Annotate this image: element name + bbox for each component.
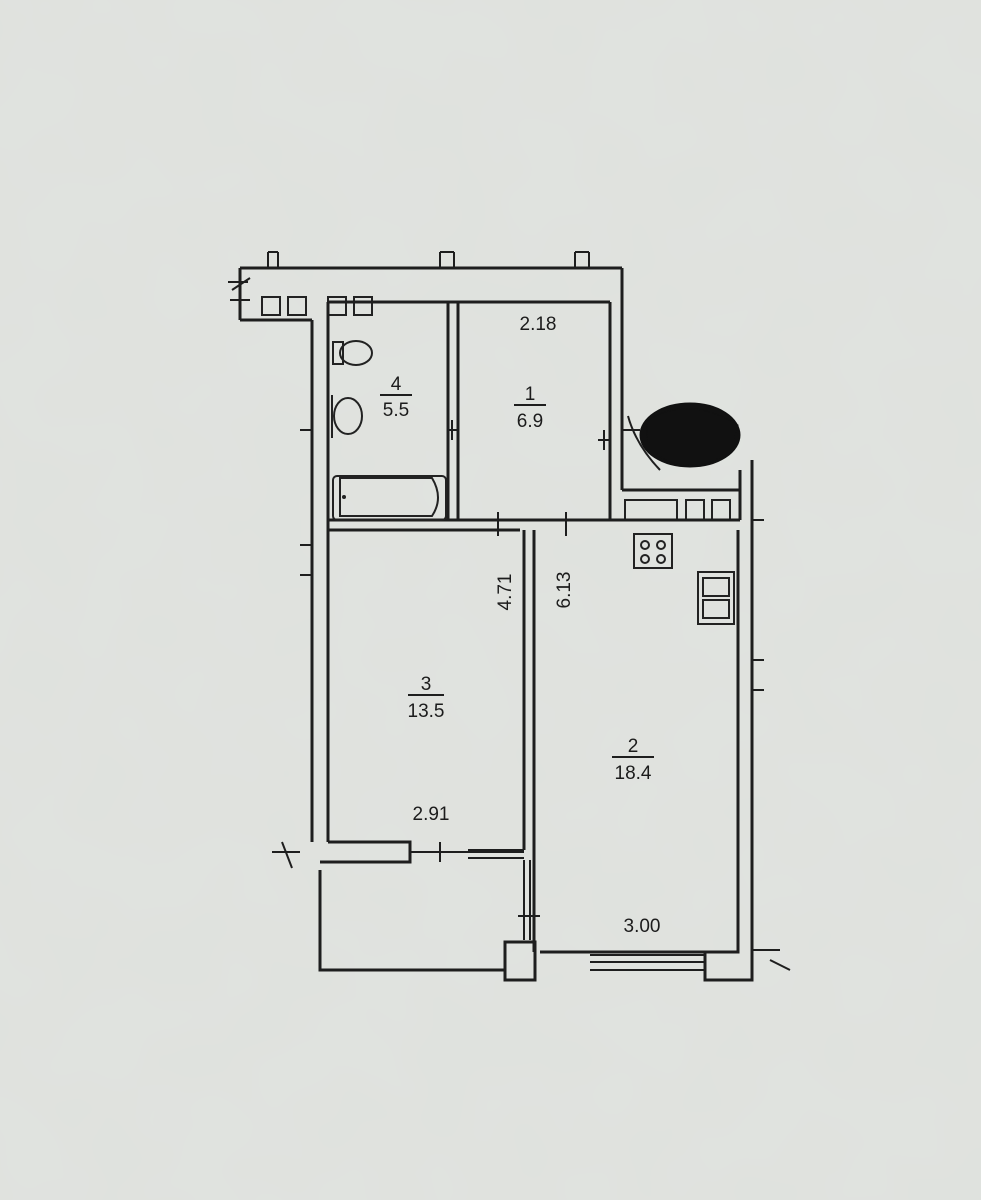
room-4-area: 5.5 [383, 400, 409, 421]
room-1-area: 6.9 [517, 411, 543, 432]
room-3-number: 3 [421, 674, 432, 695]
boiler-icon [622, 415, 661, 471]
room-2-number: 2 [628, 736, 639, 757]
room-2-area: 18.4 [615, 763, 652, 784]
room-1-width-dimension: 2.18 [520, 314, 557, 335]
room-3-width-dimension: 2.91 [413, 804, 450, 825]
room-3-length-dimension: 4.71 [495, 574, 516, 611]
stove-icon [633, 533, 673, 569]
redaction-scribble [639, 402, 741, 468]
outer-walls [228, 251, 791, 982]
room-2-width-dimension: 3.00 [624, 916, 661, 937]
bathtub-icon [332, 475, 447, 521]
sink-icon [331, 395, 363, 438]
room-3-area: 13.5 [408, 701, 445, 722]
kitchen-sink-icon [697, 571, 735, 625]
room-2-length-dimension: 6.13 [554, 572, 575, 609]
room-4-number: 4 [391, 374, 402, 395]
toilet-icon [332, 340, 373, 366]
interior-walls [320, 300, 740, 952]
room-1-number: 1 [525, 384, 536, 405]
